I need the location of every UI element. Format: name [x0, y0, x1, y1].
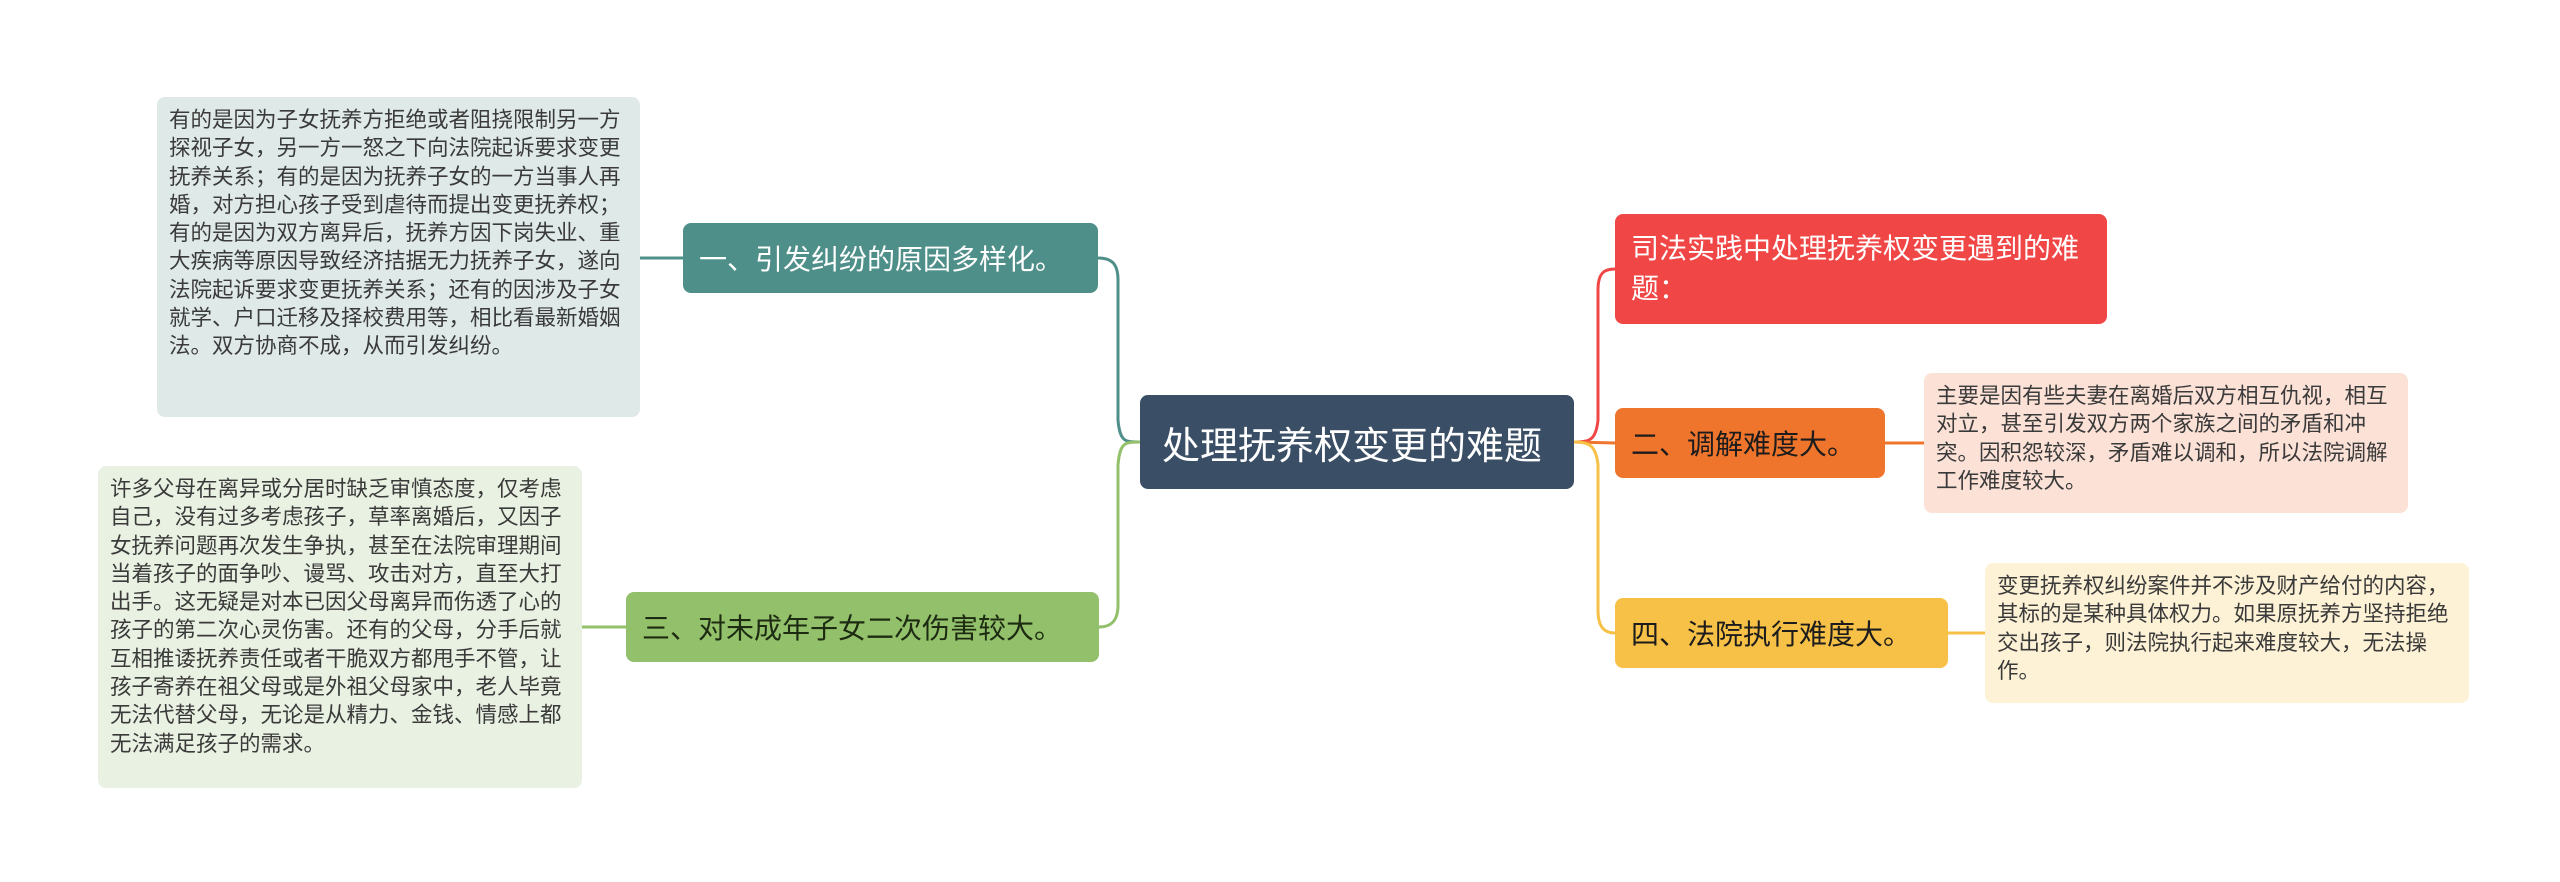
leaf-causes-text: 有的是因为子女抚养方拒绝或者阻挠限制另一方探视子女，另一方一怒之下向法院起诉要求…: [169, 108, 621, 360]
branch-mediation-label: 二、调解难度大。: [1631, 428, 1856, 461]
branch-judicial-practice-label: 司法实践中处理抚养权变更遇到的难题：: [1631, 232, 2080, 305]
branch-harm-label: 三、对未成年子女二次伤害较大。: [642, 612, 1063, 645]
leaf-harm-detail[interactable]: 许多父母在离异或分居时缺乏审慎态度，仅考虑自己，没有过多考虑孩子，草率离婚后，又…: [98, 466, 582, 788]
link-center-b1: [1097, 256, 1141, 444]
branch-enforcement[interactable]: 四、法院执行难度大。: [1615, 598, 1948, 668]
leaf-mediation-text: 主要是因有些夫妻在离婚后双方相互仇视，相互对立，甚至引发双方两个家族之间的矛盾和…: [1936, 384, 2388, 494]
link-center-r0: [1573, 267, 1616, 444]
leaf-enforcement-text: 变更抚养权纠纷案件并不涉及财产给付的内容，其标的是某种具体权力。如果原抚养方坚持…: [1997, 574, 2449, 684]
link-center-b3: [1098, 440, 1141, 629]
leaf-harm-text: 许多父母在离异或分居时缺乏审慎态度，仅考虑自己，没有过多考虑孩子，草率离婚后，又…: [110, 477, 562, 757]
leaf-enforcement-detail[interactable]: 变更抚养权纠纷案件并不涉及财产给付的内容，其标的是某种具体权力。如果原抚养方坚持…: [1985, 563, 2469, 703]
branch-mediation[interactable]: 二、调解难度大。: [1615, 408, 1885, 478]
branch-harm[interactable]: 三、对未成年子女二次伤害较大。: [626, 592, 1099, 662]
branch-causes-label: 一、引发纠纷的原因多样化。: [699, 243, 1064, 276]
leaf-mediation-detail[interactable]: 主要是因有些夫妻在离婚后双方相互仇视，相互对立，甚至引发双方两个家族之间的矛盾和…: [1924, 373, 2408, 513]
branch-judicial-practice[interactable]: 司法实践中处理抚养权变更遇到的难题：: [1615, 214, 2107, 324]
branch-causes[interactable]: 一、引发纠纷的原因多样化。: [683, 223, 1098, 293]
central-topic-label: 处理抚养权变更的难题: [1162, 423, 1543, 468]
leaf-causes-detail[interactable]: 有的是因为子女抚养方拒绝或者阻挠限制另一方探视子女，另一方一怒之下向法院起诉要求…: [157, 97, 640, 417]
link-center-r4: [1573, 440, 1616, 635]
branch-enforcement-label: 四、法院执行难度大。: [1631, 618, 1912, 651]
central-topic[interactable]: 处理抚养权变更的难题: [1140, 395, 1574, 489]
